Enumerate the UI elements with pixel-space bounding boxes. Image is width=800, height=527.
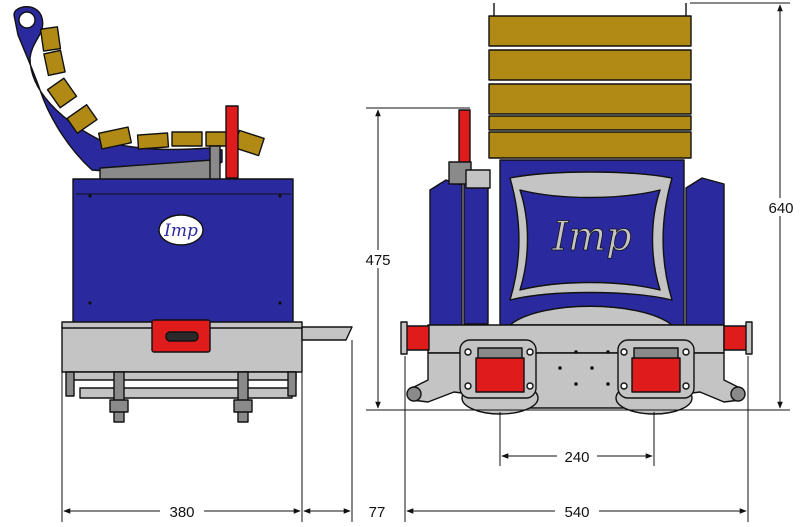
- side-axlebox-bar: [69, 371, 297, 381]
- dim-height-body-label: 475: [365, 252, 390, 269]
- side-spring-left: [113, 371, 125, 423]
- end-axlebox-right: [617, 339, 695, 399]
- side-view: Imp: [13, 6, 353, 423]
- end-buffer-right: [723, 325, 749, 351]
- control-lever: [225, 105, 239, 179]
- end-view: Imp: [400, 3, 753, 415]
- end-seat-slats: [488, 15, 692, 159]
- end-left-tank: [429, 179, 463, 326]
- dim-gauge-label: 240: [564, 449, 589, 466]
- end-control-lever: [458, 109, 471, 167]
- body-rivets: [88, 194, 282, 305]
- seat-ring: [18, 11, 36, 29]
- end-buffer-left: [404, 325, 430, 351]
- end-axlebox-left: [459, 339, 537, 399]
- side-spring-right: [237, 371, 249, 423]
- seat-backrest: [13, 6, 223, 176]
- seat-post: [209, 145, 221, 181]
- seat-cushions: [39, 26, 265, 157]
- footplate-overhang: [301, 326, 353, 341]
- dim-height-total-label: 640: [768, 200, 793, 217]
- end-bottom-arch: [509, 305, 673, 326]
- dim-length-label: 380: [169, 504, 194, 521]
- side-body: [72, 178, 294, 328]
- end-panel-inner: [519, 189, 661, 291]
- dim-width-label: 540: [564, 504, 589, 521]
- dim-overhang-label: 77: [369, 504, 386, 521]
- end-right-tank: [685, 177, 725, 326]
- side-logo-badge: [158, 214, 204, 246]
- end-logo-text: Imp: [551, 214, 631, 260]
- side-logo-text: Imp: [163, 221, 198, 241]
